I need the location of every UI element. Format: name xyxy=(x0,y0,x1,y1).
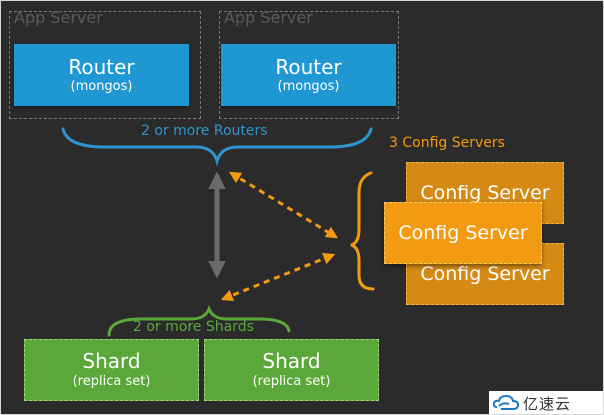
shards-group-label: 2 or more Shards xyxy=(133,319,254,335)
shard-subtitle: (replica set) xyxy=(252,374,331,389)
watermark-text: 亿速云 xyxy=(523,394,572,413)
router-title: Router xyxy=(68,54,135,79)
config-brace xyxy=(350,171,375,291)
app-server-1: App Server xyxy=(9,8,201,119)
router-config-arrow xyxy=(228,171,339,239)
cloud-logo-icon xyxy=(493,394,519,410)
shard-title: Shard xyxy=(262,349,321,373)
router-2: Router (mongos) xyxy=(221,44,396,106)
router-1: Router (mongos) xyxy=(14,44,189,106)
shard-2: Shard (replica set) xyxy=(204,339,379,401)
watermark: 亿速云 xyxy=(489,391,603,414)
shard-1: Shard (replica set) xyxy=(24,339,199,401)
routers-brace xyxy=(61,127,373,167)
shards-brace xyxy=(107,304,291,337)
config-server-label: Config Server xyxy=(420,263,550,285)
config-servers-label: 3 Config Servers xyxy=(389,135,505,151)
shard-title: Shard xyxy=(82,349,141,373)
shard-subtitle: (replica set) xyxy=(72,374,151,389)
app-server-label: App Server xyxy=(224,8,313,27)
app-server-label: App Server xyxy=(14,8,103,27)
app-server-2: App Server xyxy=(219,8,399,119)
config-server-label: Config Server xyxy=(398,222,528,244)
config-server-label: Config Server xyxy=(420,182,550,204)
shard-config-arrow xyxy=(220,252,336,302)
routers-group-label: 2 or more Routers xyxy=(141,123,268,139)
config-server-2: Config Server xyxy=(384,202,542,264)
router-title: Router xyxy=(275,54,342,79)
router-subtitle: (mongos) xyxy=(70,78,133,94)
router-subtitle: (mongos) xyxy=(277,78,340,94)
